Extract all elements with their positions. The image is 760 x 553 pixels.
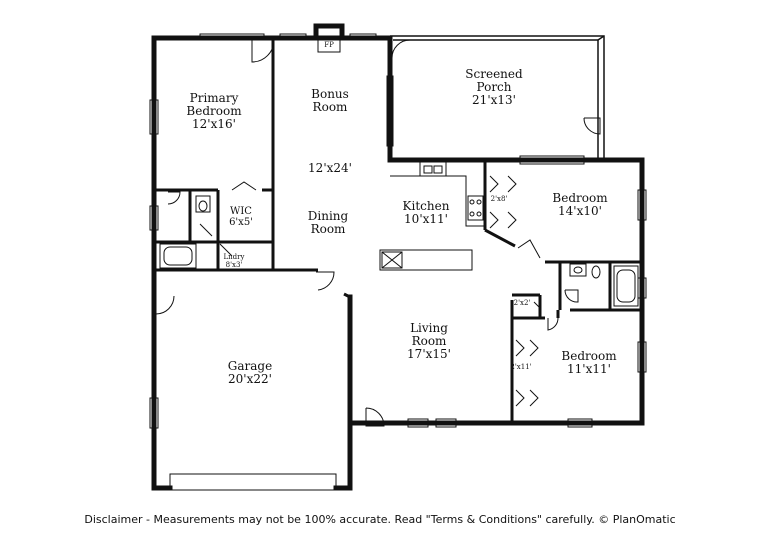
label-laundry: Lndry 8'x3' [223, 253, 245, 269]
porch-screen [390, 35, 605, 158]
room-label-primary-bedroom: Primary Bedroom 12'x16' [186, 91, 242, 131]
room-label-bonus-room-dim: 12'x24' [308, 161, 352, 175]
label-closet-2x11: 2'x11' [510, 363, 532, 371]
fixtures [149, 33, 647, 491]
room-label-wic: WIC 6'x5' [229, 206, 253, 228]
room-label-garage: Garage 20'x22' [227, 359, 273, 386]
label-closet-2x8: 2'x8' [490, 195, 508, 203]
disclaimer-text: Disclaimer - Measurements may not be 100… [84, 513, 676, 526]
doors [155, 39, 601, 427]
label-closet-2x2: 2'x2' [513, 299, 531, 307]
room-label-bedroom-2: Bedroom 11'x11' [561, 349, 617, 376]
room-label-living-room: Living Room 17'x15' [407, 321, 451, 361]
label-fireplace: FP [324, 41, 334, 49]
room-label-dining-room: Dining Room [307, 209, 349, 236]
interior-walls [154, 38, 642, 423]
exterior-walls [151, 23, 645, 491]
room-label-kitchen: Kitchen 10'x11' [402, 199, 450, 226]
room-label-bonus-room: Bonus Room [311, 87, 349, 114]
room-label-screened-porch: Screened Porch 21'x13' [465, 67, 523, 107]
room-label-bedroom-1: Bedroom 14'x10' [552, 191, 608, 218]
